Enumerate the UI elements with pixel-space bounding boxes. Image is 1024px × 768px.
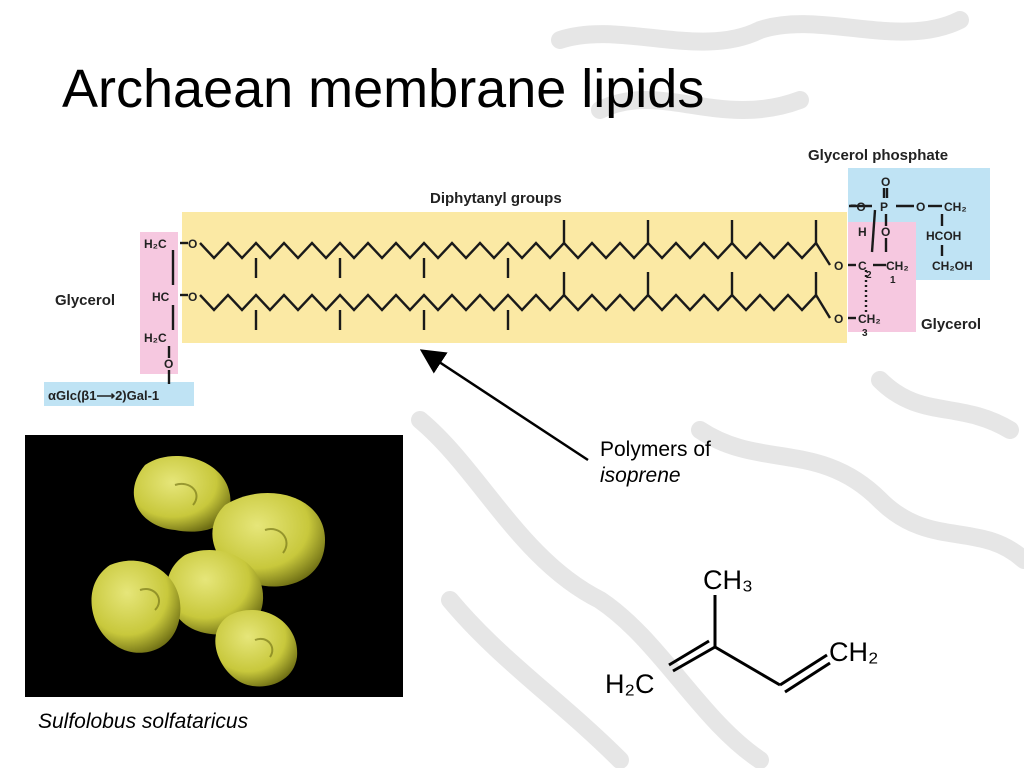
right-atom-ch2-c3: CH₂ <box>858 312 881 326</box>
right-glycerol-box <box>848 222 916 332</box>
right-atom-o-left2: O <box>834 312 843 326</box>
right-atom-ch2-c1: CH₂ <box>886 259 909 273</box>
left-atom-h2c-top: H₂C <box>144 237 167 251</box>
polymers-label-line1: Polymers of <box>600 438 711 461</box>
right-atom-o-top: O <box>881 175 890 189</box>
left-atom-o1: O <box>188 237 197 251</box>
left-atom-o3: O <box>164 357 173 371</box>
isoprene-ch3: CH₃ <box>703 565 753 595</box>
left-glycerol-box <box>140 232 178 374</box>
right-atom-o-link: O <box>916 200 925 214</box>
right-atom-hcoh: HCOH <box>926 229 961 243</box>
left-atom-h2c-bottom: H₂C <box>144 331 167 345</box>
micrograph-caption: Sulfolobus solfataricus <box>38 710 249 733</box>
isoprene-ch2: CH₂ <box>829 637 878 667</box>
right-atom-sub2: 2 <box>866 270 872 281</box>
diphytanyl-label: Diphytanyl groups <box>430 190 562 207</box>
sugar-label: αGlc(β1⟶2)Gal-1 <box>48 388 159 403</box>
sulfolobus-micrograph <box>25 435 403 697</box>
micrograph-cells <box>91 456 325 687</box>
glycerol-left-label: Glycerol <box>55 292 115 309</box>
glycerol-phosphate-label: Glycerol phosphate <box>808 147 948 164</box>
right-atom-p: P <box>880 200 888 214</box>
archaeal-lipid-diagram: Diphytanyl groups Glycerol phosphate Gly… <box>44 147 990 406</box>
right-atom-h: H <box>858 225 867 239</box>
right-atom-sub1: 1 <box>890 275 896 286</box>
right-atom-c2: C <box>858 259 867 273</box>
glycerol-right-label: Glycerol <box>921 316 981 333</box>
right-atom-ch2oh: CH₂OH <box>932 259 973 273</box>
isoprenoid-chains <box>167 188 944 384</box>
right-atom-sub3: 3 <box>862 328 868 339</box>
isoprene-h2c: H₂C <box>605 669 654 699</box>
left-atom-hc: HC <box>152 290 170 304</box>
right-atom-ch2-top: CH₂ <box>944 200 967 214</box>
sugar-box <box>44 382 194 406</box>
right-atom-o-left1: O <box>834 259 843 273</box>
lower-chain <box>199 293 832 319</box>
diphytanyl-band <box>182 212 847 343</box>
right-atom-o-minus: ⁻O <box>850 200 866 214</box>
slide-title: Archaean membrane lipids <box>62 59 705 119</box>
upper-chain <box>199 241 832 266</box>
right-atom-o-mid: O <box>881 225 890 239</box>
isoprene-structure: CH₃ H₂C CH₂ <box>605 565 878 699</box>
polymers-label-line2: isoprene <box>600 464 681 488</box>
left-atom-o2: O <box>188 290 197 304</box>
polymers-label: Polymers of isoprene <box>600 437 711 490</box>
